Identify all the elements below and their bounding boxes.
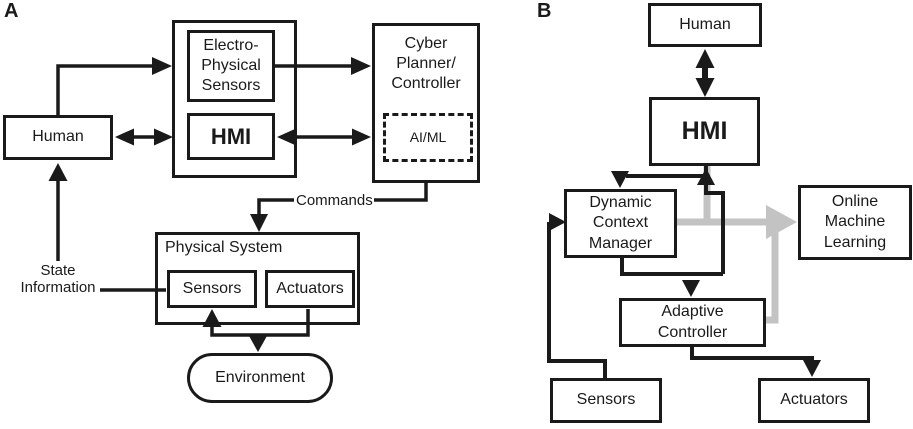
gray-arrowhead-into-oml	[766, 205, 797, 239]
a-label-state-information: State Information	[20, 262, 96, 297]
b-box-sensors: Sensors	[550, 378, 662, 423]
b-arrowhead-into-adaptive	[682, 280, 700, 297]
a-box-actuators: Actuators	[265, 270, 355, 308]
gray-link-branch-to-adaptive	[766, 224, 779, 324]
a-box-sensors: Sensors	[167, 270, 257, 308]
a-arrowhead-into-hmi	[277, 128, 296, 146]
b-line-sensors-to-dcm	[547, 222, 607, 378]
a-arrowhead-into-hmi-unit	[154, 128, 173, 146]
b-box-human: Human	[648, 3, 762, 47]
a-box-physical-system: Physical System	[155, 232, 360, 325]
b-arrowhead-into-hmi-top	[695, 78, 715, 97]
a-box-ai-ml: AI/ML	[383, 113, 473, 162]
b-arrowhead-into-actuators	[803, 360, 821, 377]
a-arrowhead-into-sensor-unit	[152, 57, 172, 75]
b-box-online-machine-learning: Online Machine Learning	[798, 185, 912, 260]
b-arrowhead-into-human	[695, 49, 715, 68]
b-box-actuators: Actuators	[758, 378, 870, 423]
a-label-commands: Commands	[294, 192, 374, 210]
a-box-environment: Environment	[187, 353, 333, 403]
a-box-hmi: HMI	[187, 113, 275, 160]
a-line-human-to-sensor-unit	[56, 64, 152, 115]
b-box-hmi: HMI	[649, 97, 760, 166]
a-arrowhead-into-environment	[248, 335, 268, 352]
panel-b-label: B	[537, 0, 552, 22]
b-arrowhead-into-dcm-top	[611, 171, 629, 188]
b-box-adaptive-controller: Adaptive Controller	[619, 298, 766, 347]
a-box-cyber-planner-controller: Cyber Planner/ Controller	[372, 23, 480, 183]
b-box-dynamic-context-manager: Dynamic Context Manager	[564, 189, 677, 258]
b-arrowhead-into-hmi-bottom	[697, 168, 715, 185]
panel-a-label: A	[4, 0, 19, 22]
b-arrowhead-into-dcm-left	[549, 213, 566, 231]
a-arrowhead-into-aiml	[352, 128, 371, 146]
b-line-adaptive-to-hmi	[704, 185, 725, 274]
a-box-sensor-hmi-unit	[172, 20, 297, 178]
a-arrowhead-into-human	[115, 128, 134, 146]
a-arrowhead-into-cyber	[351, 57, 371, 75]
a-physical-system-label: Physical System	[165, 239, 283, 256]
a-box-human: Human	[3, 115, 113, 160]
a-box-electro-physical-sensors: Electro- Physical Sensors	[187, 30, 275, 102]
a-arrowhead-into-physical-system	[250, 214, 268, 232]
a-arrowhead-into-human-bottom	[48, 163, 68, 181]
b-line-adaptive-to-actuators	[690, 347, 814, 360]
b-line-hmi-to-dcm	[626, 166, 708, 178]
b-line-dcm-to-adaptive	[620, 258, 723, 276]
